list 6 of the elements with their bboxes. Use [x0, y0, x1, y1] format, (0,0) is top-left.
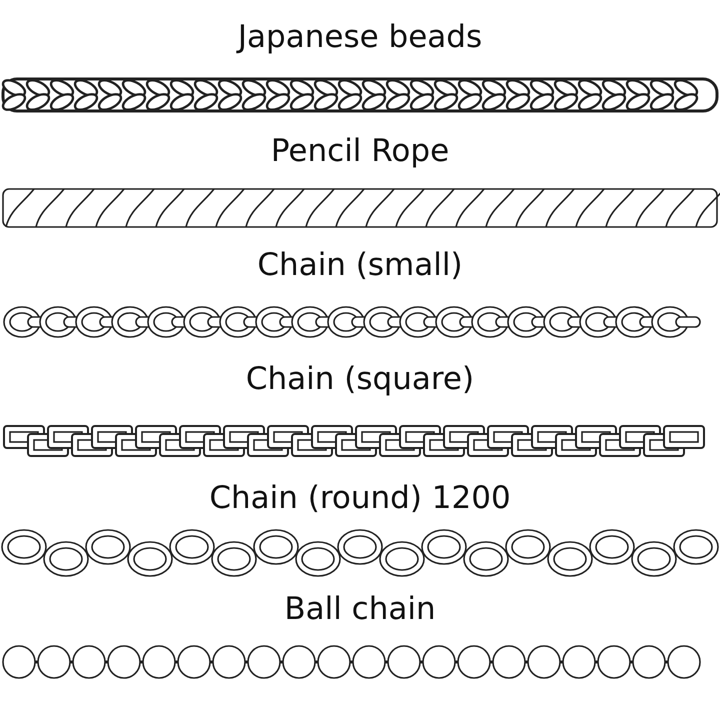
chain-type-title: Ball chain: [284, 594, 436, 625]
chain-type-title: Japanese beads: [238, 22, 482, 53]
chain-type-title: Pencil Rope: [270, 136, 450, 167]
chain-type-title: Chain (square): [246, 364, 474, 395]
chain-type-title: Chain (round) 1200: [209, 483, 511, 514]
chain-type-title: Chain (small): [257, 250, 463, 281]
